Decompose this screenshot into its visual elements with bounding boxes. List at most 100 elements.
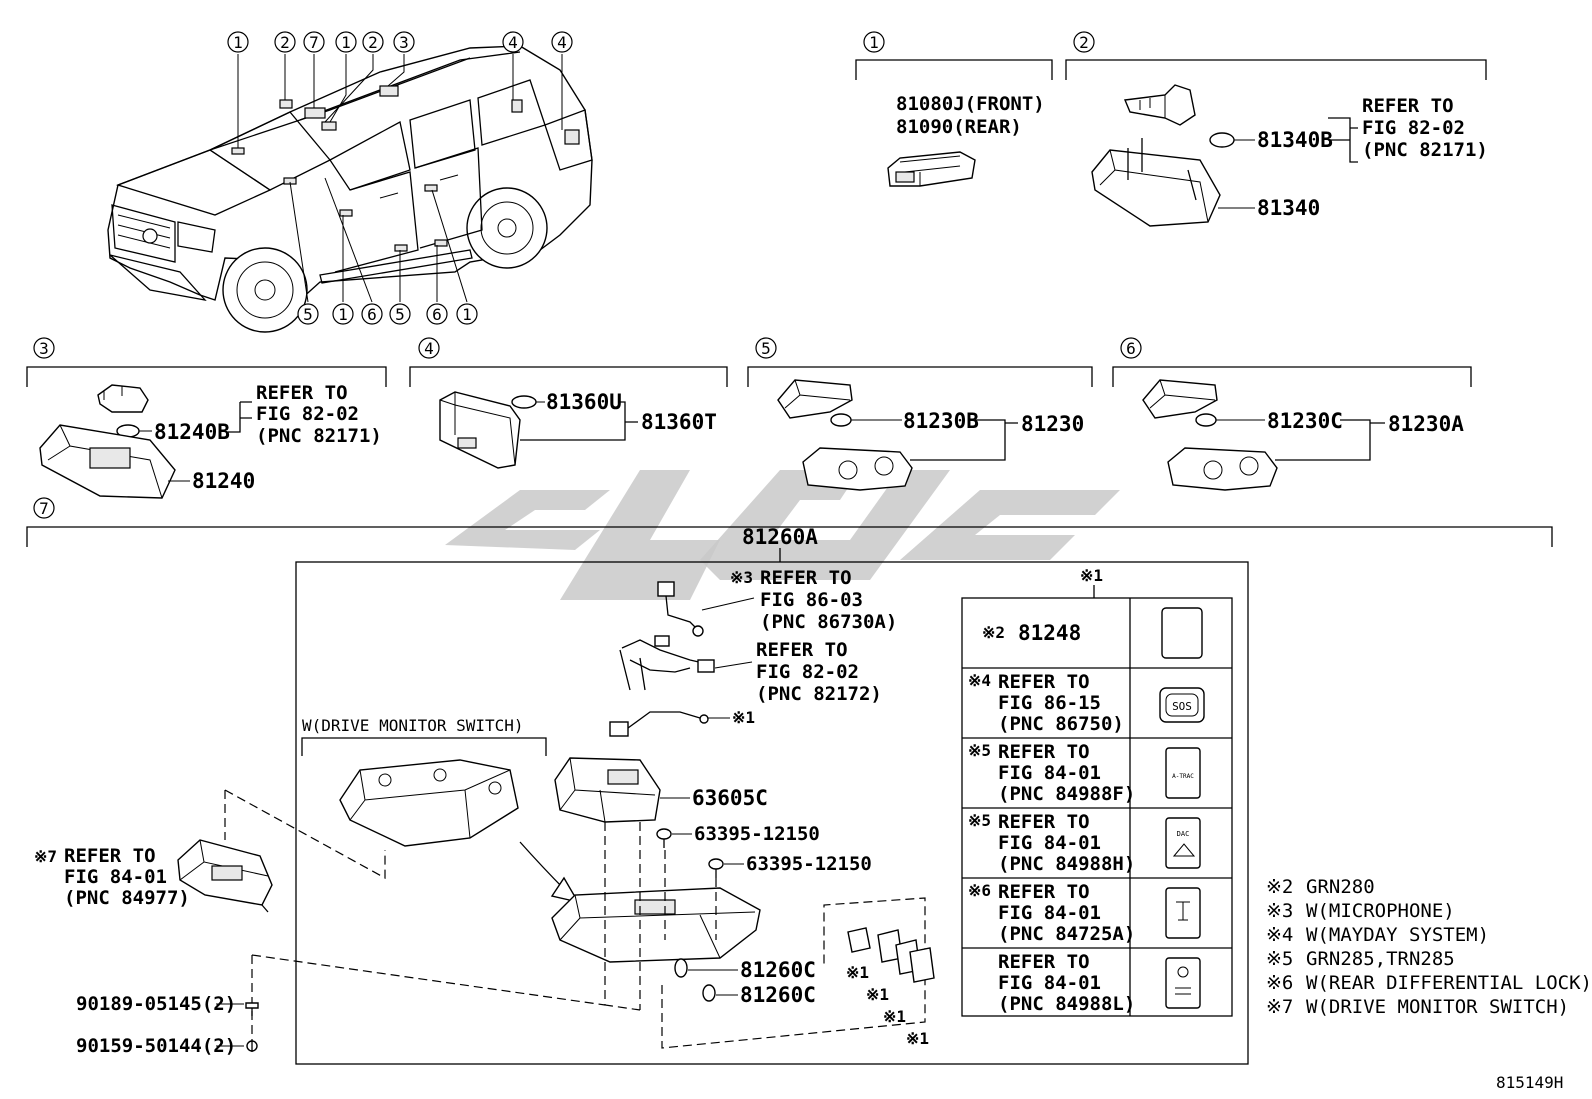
part-81240B[interactable]: 81240B [154,420,230,444]
svg-text:FIG 84-01: FIG 84-01 [998,762,1101,784]
svg-text:(PNC 82171): (PNC 82171) [256,425,382,447]
switch-blank-1-illustration [847,927,871,953]
housing-81230A-illustration [1167,447,1278,491]
view-2: 2 81340B REFER TO FIG 82-02 (PNC 82171) … [1065,31,1488,227]
vehicle-callouts-top: 1 2 7 1 2 3 4 4 [227,31,573,53]
vehicle-callouts-bottom: 5 1 6 5 6 1 [297,303,478,325]
watermark-logo [445,470,1120,600]
part-81080J[interactable]: 81080J(FRONT) [896,93,1045,115]
svg-text:※1: ※1 [906,1029,929,1048]
svg-text:REFER TO: REFER TO [998,951,1090,973]
svg-text:1: 1 [869,33,879,52]
assembly-frame [295,561,1249,1065]
svg-text:(PNC 82172): (PNC 82172) [756,683,882,705]
svg-text:FIG 84-01: FIG 84-01 [998,832,1101,854]
part-81230A[interactable]: 81230A [1388,412,1464,436]
svg-text:(PNC 84988F): (PNC 84988F) [998,783,1135,805]
svg-text:1: 1 [338,305,348,324]
part-81360T[interactable]: 81360T [641,410,717,434]
bulb-81360U-illustration [511,395,545,409]
switch-table: ※1 ※2 81248 ※4 REFER TO FIG 86-15 (PNC 8… [961,566,1233,1017]
svg-text:FIG 84-01: FIG 84-01 [64,866,167,888]
console-base-illustration [339,759,519,847]
svg-text:※1: ※1 [883,1007,906,1026]
part-81260A[interactable]: 81260A [742,525,818,549]
clip-1-illustration [656,828,672,848]
view-7: 7 81260A ※3 REFER TO FIG 86-03 (PNC 8673… [26,497,1553,1065]
svg-text:(PNC 84725A): (PNC 84725A) [998,923,1135,945]
view-4: 4 81360U 81360T [409,337,728,469]
svg-text:FIG 82-02: FIG 82-02 [1362,117,1465,139]
part-81230[interactable]: 81230 [1021,412,1084,436]
part-81360U[interactable]: 81360U [546,390,622,414]
switch-wire-illustration [609,711,709,737]
bulb-81340B-illustration [1209,132,1255,148]
part-63605C[interactable]: 63605C [692,786,768,810]
part-81230B[interactable]: 81230B [903,409,979,433]
svg-text:REFER TO: REFER TO [998,741,1090,763]
svg-text:(PNC 84988H): (PNC 84988H) [998,853,1135,875]
callout-top-1: 1 [227,31,249,53]
part-81260C-a[interactable]: 81260C [740,958,816,982]
table-row: REFER TO FIG 84-01 (PNC 84988L) [998,951,1201,1015]
svg-text:※2: ※2 [982,623,1005,642]
svg-text:※4: ※4 [968,671,991,690]
svg-text:FIG 84-01: FIG 84-01 [998,972,1101,994]
svg-text:※2: ※2 [1266,876,1293,898]
svg-text:1: 1 [341,33,351,52]
vehicle-callout-leaders [237,54,563,303]
diagram-id: 815149H [1496,1073,1563,1092]
svg-text:7: 7 [309,33,319,52]
part-63395-12150-a[interactable]: 63395-12150 [694,823,820,845]
part-81240[interactable]: 81240 [192,469,255,493]
svg-text:A-TRAC: A-TRAC [1172,773,1194,780]
svg-text:W(DRIVE MONITOR SWITCH): W(DRIVE MONITOR SWITCH) [1306,996,1569,1018]
view-5: 5 81230B 81230 [747,337,1093,491]
svg-text:5: 5 [303,305,313,324]
svg-text:FIG 82-02: FIG 82-02 [756,661,859,683]
lamp-tray-illustration [551,887,761,963]
table-row: ※4 REFER TO FIG 86-15 (PNC 86750) SOS [968,671,1205,735]
lamp-81240-illustration [39,424,176,499]
clip-2-illustration [708,858,724,878]
table-row: ※2 81248 [982,607,1203,659]
switch-blank-4-illustration [909,947,935,983]
part-90189-05145[interactable]: 90189-05145(2) [76,993,236,1015]
svg-text:GRN280: GRN280 [1306,876,1375,898]
housing-63605C-illustration [554,757,661,823]
callout-top-3: 7 [303,31,325,53]
part-63395-12150-b[interactable]: 63395-12150 [746,853,872,875]
svg-text:FIG 86-15: FIG 86-15 [998,692,1101,714]
view-3: 3 81240B REFER TO FIG 82-02 (PNC 82171) … [26,337,387,499]
svg-text:※7: ※7 [1266,996,1293,1018]
svg-text:(PNC 84977): (PNC 84977) [64,887,190,909]
socket-illustration [1123,84,1196,126]
callout-bottom-6: 1 [456,303,478,325]
svg-text:4: 4 [508,33,518,52]
part-81340B[interactable]: 81340B [1257,128,1333,152]
part-90159-50144[interactable]: 90159-50144(2) [76,1035,236,1057]
svg-text:※5: ※5 [968,741,991,760]
svg-text:FIG 86-03: FIG 86-03 [760,589,863,611]
part-81260C-b[interactable]: 81260C [740,983,816,1007]
callout-top-2: 2 [274,31,296,53]
svg-text:5: 5 [395,305,405,324]
view-6: 6 81230C 81230A [1112,337,1472,491]
svg-text:※3: ※3 [1266,900,1293,922]
svg-text:※3: ※3 [730,568,753,587]
drive-monitor-switch-illustration [177,839,273,913]
svg-text:2: 2 [368,33,378,52]
svg-text:(PNC 82171): (PNC 82171) [1362,139,1488,161]
svg-text:3: 3 [399,33,409,52]
svg-text:※1: ※1 [846,963,869,982]
svg-text:6: 6 [432,305,442,324]
part-81090[interactable]: 81090(REAR) [896,116,1022,138]
part-81230C[interactable]: 81230C [1267,409,1343,433]
part-81340[interactable]: 81340 [1257,196,1320,220]
svg-text:4: 4 [557,33,567,52]
sos-switch-icon [1159,687,1205,723]
svg-text:※5: ※5 [968,811,991,830]
callout-top-6: 3 [393,31,415,53]
svg-text:2: 2 [280,33,290,52]
